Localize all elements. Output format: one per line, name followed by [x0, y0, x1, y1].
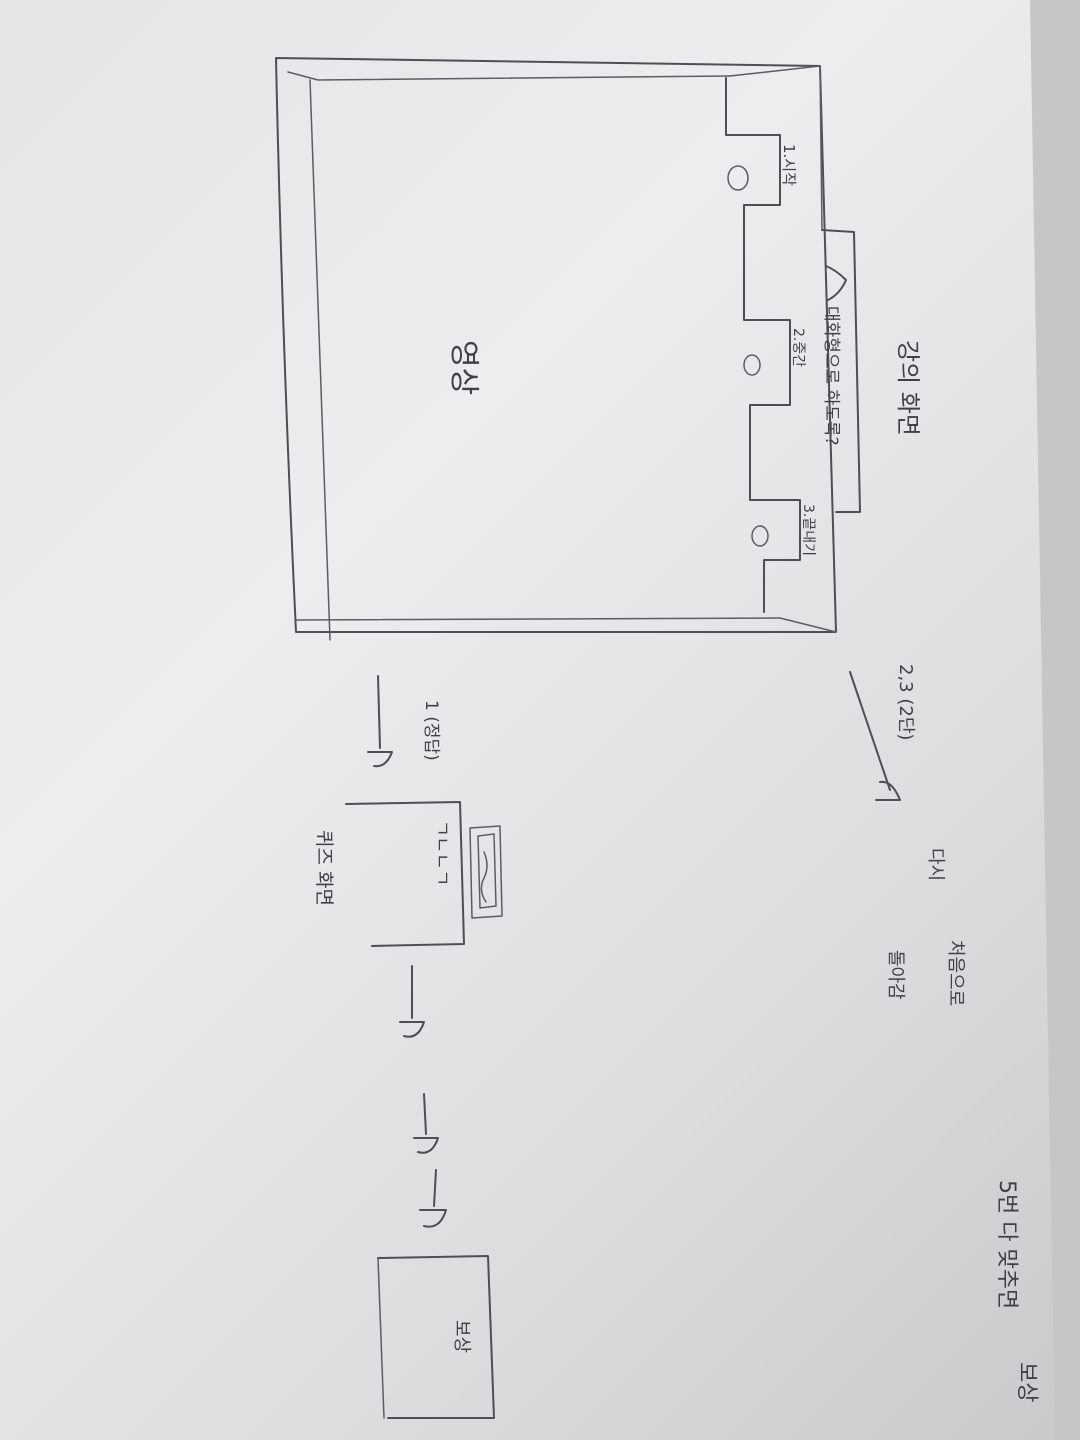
reward-caption-2: 보상 [1014, 1362, 1039, 1402]
quiz-caption: 퀴즈 화면 [313, 830, 335, 906]
slot-marker-3 [751, 525, 769, 547]
slot-label-1: 1.시작 [780, 144, 798, 186]
flow-upper-note-3: 돌아감 [885, 950, 906, 1000]
arrow-chain [399, 965, 447, 1228]
flow-upper-label: 2,3 (2단) [895, 664, 916, 740]
flow-arrow-lower [367, 675, 393, 768]
flow-upper-note-1: 다시 [925, 848, 946, 881]
quiz-box-label: ㄱㄴㄴㄱ [431, 820, 452, 886]
panel-label: 대화형으로 하도록? [821, 306, 841, 446]
reward-box [377, 1255, 495, 1419]
flow-lower-label: 1 (정답) [421, 700, 441, 761]
flow-upper-note-2: 처음으로 [945, 940, 966, 1006]
slot-marker-2 [743, 354, 761, 376]
reward-label: 보상 [451, 1320, 472, 1353]
dialog-panel: 대화형으로 하도록? [821, 229, 861, 513]
screen-center-label: 영상 [446, 340, 481, 395]
paper-edge-shadow [1030, 0, 1080, 1440]
speech-pen-icon [825, 265, 847, 301]
slot-step-line [725, 77, 801, 613]
screen-title: 강의 화면 [894, 340, 922, 436]
slot-label-2: 2.중간 [790, 328, 806, 367]
flow-arrow-upper [849, 671, 901, 801]
reward-caption: 5번 다 맞추면 [994, 1180, 1019, 1309]
slot-label-3: 3.끝내기 [800, 504, 816, 556]
quiz-box [345, 801, 503, 947]
slot-marker-1 [727, 165, 749, 191]
screen-frame [275, 57, 837, 641]
